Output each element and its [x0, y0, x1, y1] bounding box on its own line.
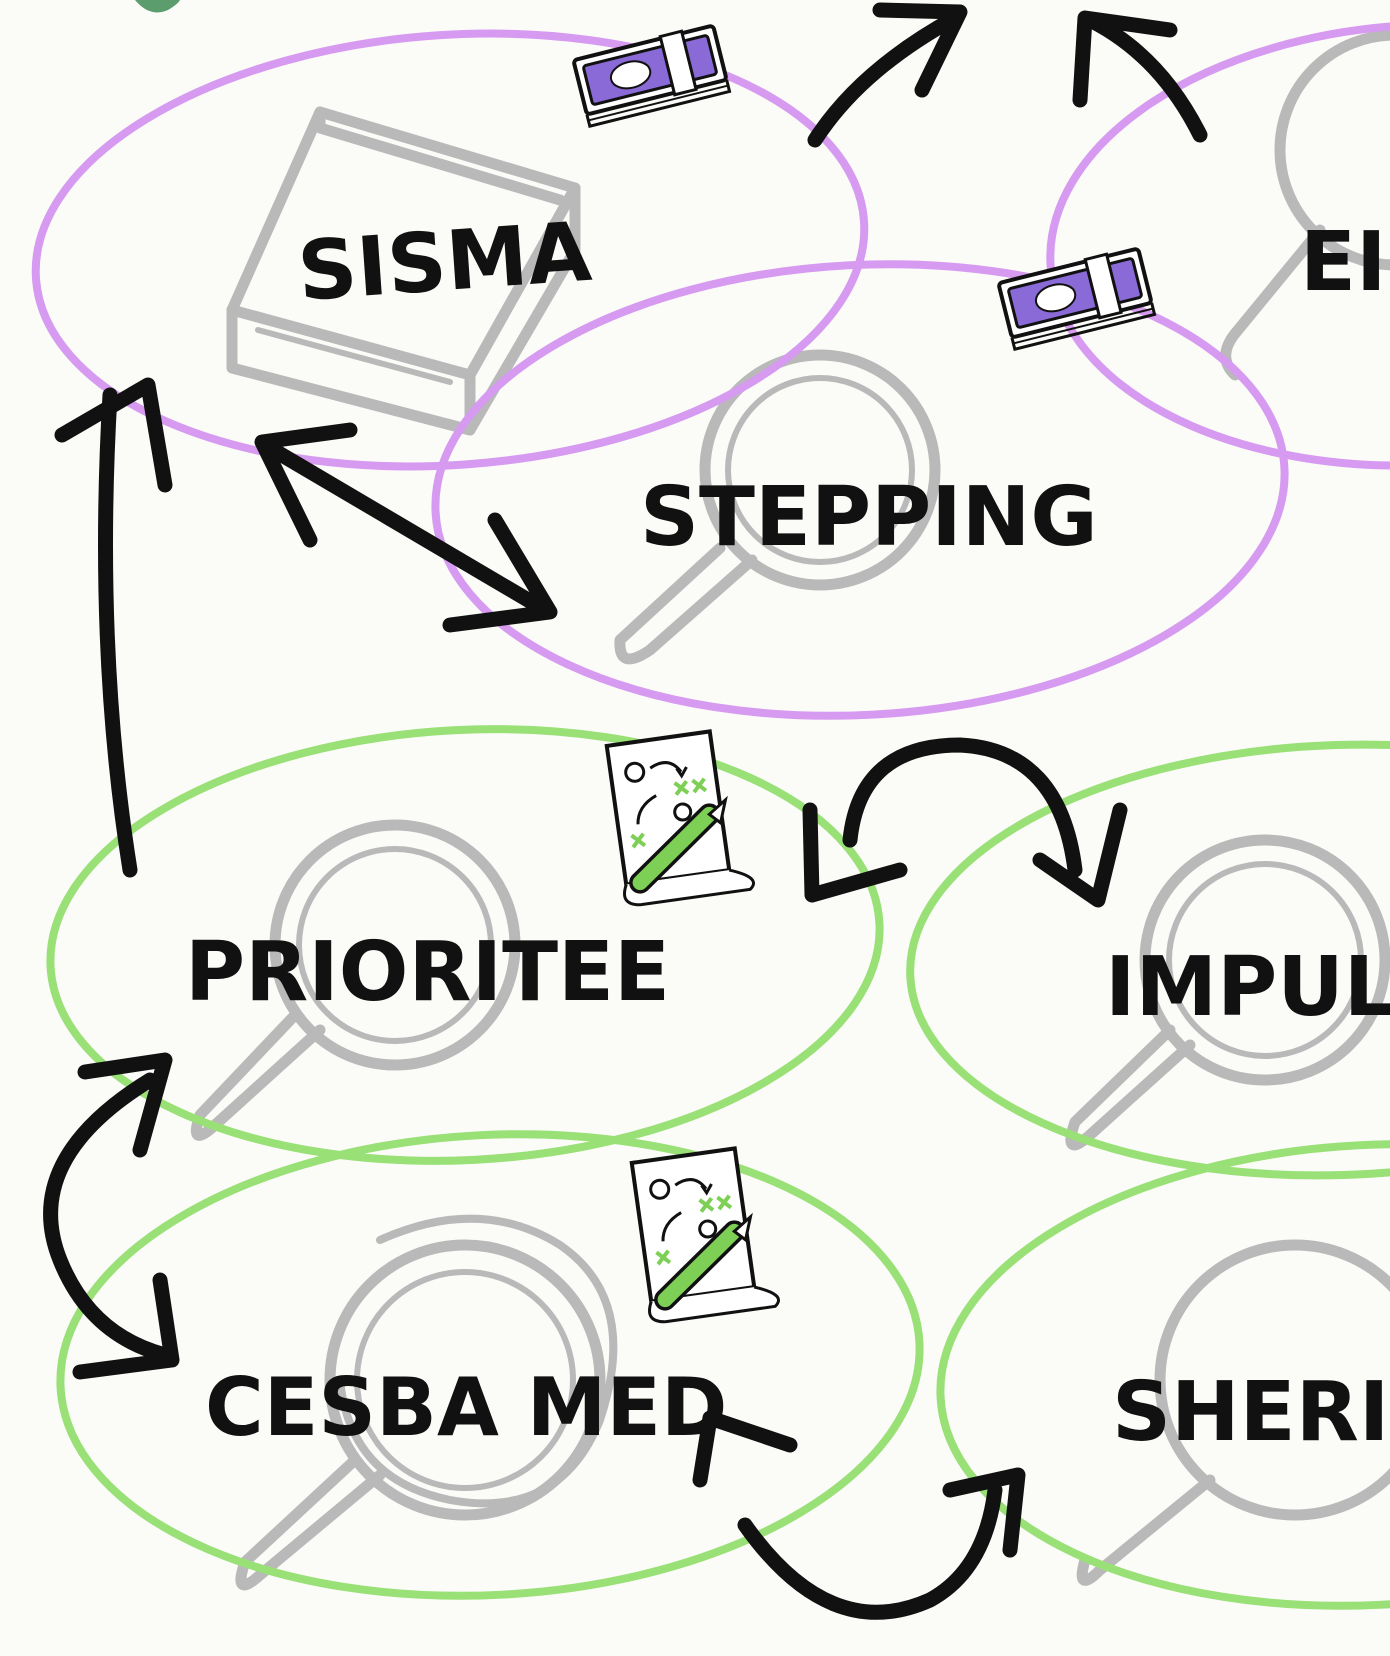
node-ellipse-impul: [906, 740, 1390, 1180]
arrow-cesbamed-sherl: [692, 1410, 1026, 1620]
node-label-sherl: SHERI: [1112, 1365, 1389, 1460]
arrow-up-left: [1072, 10, 1208, 143]
arrow-prioritee-impul: [802, 737, 1128, 908]
arrow-up-right: [807, 2, 968, 148]
node-labels: SISMA STEPPING EI PRIORITEE IMPUL CESBA …: [185, 205, 1390, 1460]
magnifier-icon: [614, 349, 941, 665]
node-ellipse-prioritee: [46, 725, 884, 1165]
node-label-prioritee: PRIORITEE: [185, 925, 670, 1020]
node-ellipse-sisma: [31, 29, 869, 471]
node-ellipse-stepping: [431, 260, 1289, 720]
arrow-prioritee-cesbamed: [43, 1052, 180, 1380]
money-stack-icon: [997, 247, 1157, 352]
purple-group: [31, 20, 1390, 720]
money-stack-icon: [572, 24, 732, 129]
arrow-prioritee-to-sisma: [54, 377, 173, 878]
green-group: [46, 725, 1390, 1610]
magnifier-icon: [1220, 29, 1390, 381]
strategy-plan-icon: [629, 1146, 780, 1324]
arrow-sisma-stepping: [254, 422, 558, 633]
magnifier-icon: [1065, 834, 1390, 1151]
magnifier-icon: [1076, 1239, 1390, 1586]
arrows: [43, 2, 1208, 1620]
node-label-ei: EI: [1300, 215, 1387, 310]
node-ellipse-ei: [1046, 20, 1390, 470]
node-label-cesbamed: CESBA MED: [205, 1361, 727, 1454]
node-label-impul: IMPUL: [1105, 940, 1390, 1035]
strategy-plan-icon: [604, 729, 755, 907]
node-ellipse-cesbamed: [56, 1130, 924, 1600]
node-ellipse-sherl: [936, 1140, 1390, 1610]
node-label-stepping: STEPPING: [640, 470, 1098, 565]
leaf-logo-icon: [135, 0, 180, 13]
book-icon: [226, 106, 581, 436]
node-label-sisma: SISMA: [295, 205, 595, 320]
